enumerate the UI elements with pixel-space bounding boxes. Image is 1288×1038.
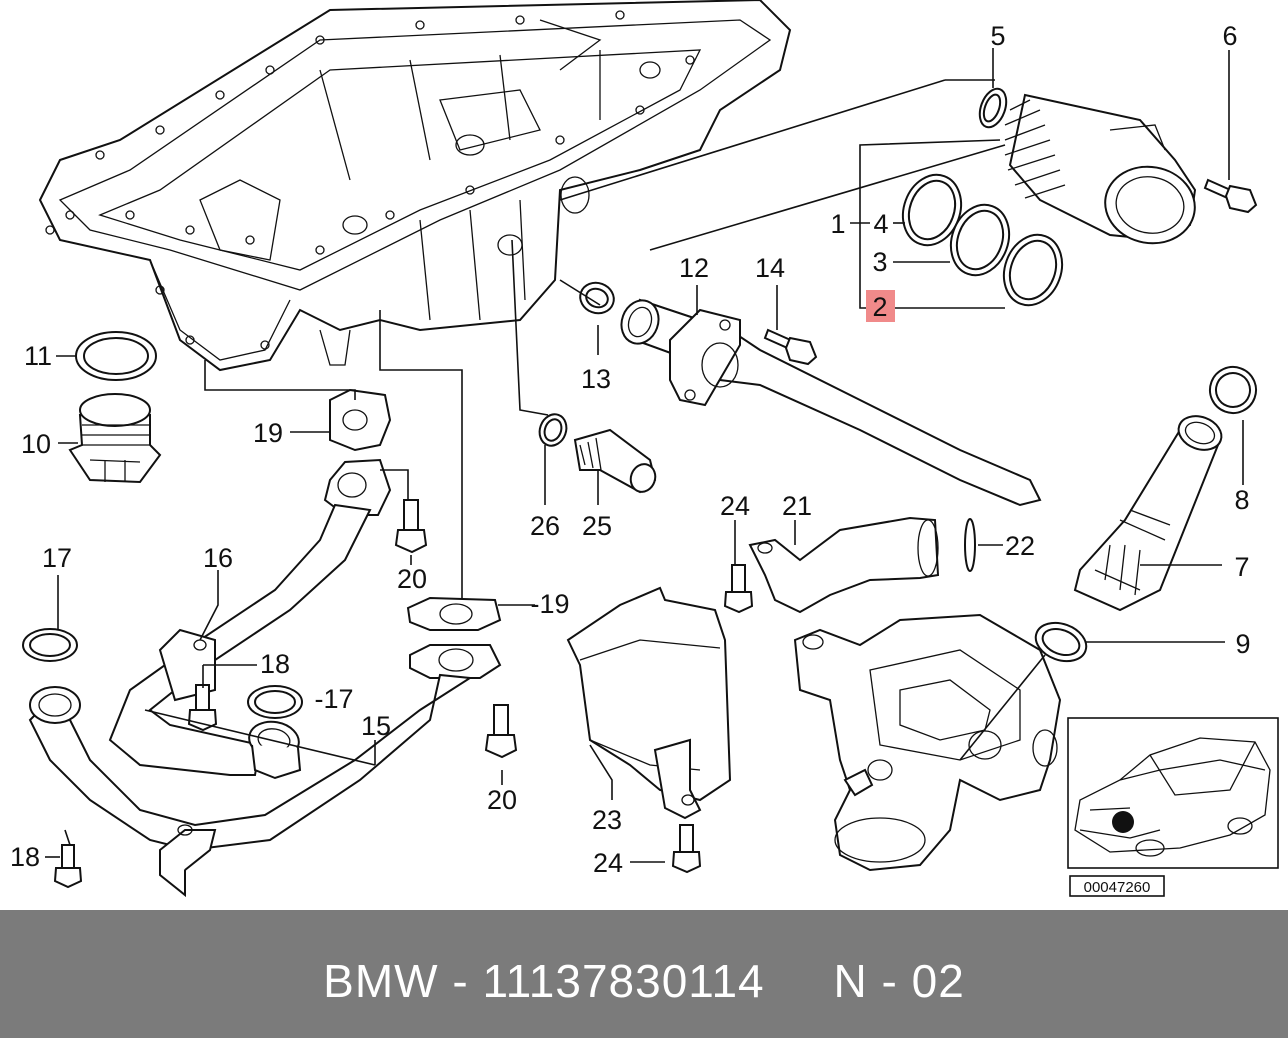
oil-pipes-drawing xyxy=(28,388,502,898)
label-part-21: 21 xyxy=(782,491,812,521)
location-dot xyxy=(1112,811,1134,833)
dipstick-tube-drawing xyxy=(579,281,1042,507)
label-part-24-lower: 24 xyxy=(593,848,623,878)
label-part-12: 12 xyxy=(679,253,709,283)
label-part-22: 22 xyxy=(1005,531,1035,561)
label-part-14: 14 xyxy=(755,253,785,283)
part-23-shield-drawing xyxy=(566,586,732,820)
label-part-11: 11 xyxy=(24,341,52,371)
label-part-6: 6 xyxy=(1222,21,1237,51)
part-20-bolt-upper xyxy=(394,499,428,554)
label-part-18-lower: 18 xyxy=(10,842,40,872)
part-19-gasket-lower xyxy=(406,596,502,631)
label-part-19-upper: 19 xyxy=(253,418,283,448)
part-6-bolt xyxy=(1203,178,1258,214)
part-22-ring xyxy=(964,518,976,572)
part-18-bolt-lower xyxy=(53,844,83,889)
label-part-13: 13 xyxy=(581,364,611,394)
label-part-19-lower: -19 xyxy=(530,589,569,619)
filter-housing-drawing xyxy=(901,87,1258,307)
label-part-20-upper: 20 xyxy=(397,564,427,594)
part-7-strainer xyxy=(1073,428,1222,612)
strainer-drawing xyxy=(1034,366,1257,663)
label-part-15: 15 xyxy=(361,711,391,741)
part-labels: 5 6 1 4 3 2 12 14 13 11 10 19 26 25 8 7 … xyxy=(10,21,1251,878)
label-part-26: 26 xyxy=(530,511,560,541)
label-part-16: 16 xyxy=(203,543,233,573)
label-part-17-right: -17 xyxy=(314,684,353,714)
label-part-20-lower: 20 xyxy=(487,785,517,815)
diagram-number: 00047260 xyxy=(1084,879,1151,896)
vehicle-location-inset xyxy=(1067,717,1279,869)
label-part-7: 7 xyxy=(1234,552,1249,582)
label-part-25: 25 xyxy=(582,511,612,541)
label-part-9: 9 xyxy=(1235,629,1250,659)
part-14-bolt xyxy=(763,328,818,366)
part-20-bolt-lower xyxy=(484,704,518,759)
label-part-2: 2 xyxy=(872,292,887,322)
part-24-bolt-lower xyxy=(671,824,702,874)
seal-rings-17 xyxy=(22,628,303,719)
diagram-number-box xyxy=(1069,875,1165,897)
label-part-4: 4 xyxy=(873,209,888,239)
label-part-3: 3 xyxy=(872,247,887,277)
leader-lines xyxy=(45,48,1244,863)
part-21-pipe-drawing xyxy=(748,516,976,614)
part-number-caption: BMW - 11137830114 N - 02 xyxy=(323,955,965,1007)
label-part-17-left: 17 xyxy=(42,543,72,573)
label-part-5: 5 xyxy=(990,21,1005,51)
label-part-10: 10 xyxy=(21,429,51,459)
label-part-23: 23 xyxy=(592,805,622,835)
highlight-part-2 xyxy=(866,290,895,322)
oil-pump-drawing xyxy=(793,613,1062,872)
footer-bar: BMW - 11137830114 N - 02 xyxy=(0,910,1288,1038)
label-part-18-middle: 18 xyxy=(260,649,290,679)
label-part-1: 1 xyxy=(830,209,845,239)
label-part-24-upper: 24 xyxy=(720,491,750,521)
part-19-gasket-upper xyxy=(329,388,392,452)
oil-level-sensor-drawing xyxy=(538,413,657,494)
label-part-8: 8 xyxy=(1234,485,1249,515)
part-24-bolt-upper xyxy=(723,564,754,614)
parts-diagram: 00047260 xyxy=(10,0,1279,898)
drain-plug-drawing xyxy=(68,331,162,484)
part-16-pipe xyxy=(108,503,372,776)
oil-pan-drawing xyxy=(38,0,792,372)
